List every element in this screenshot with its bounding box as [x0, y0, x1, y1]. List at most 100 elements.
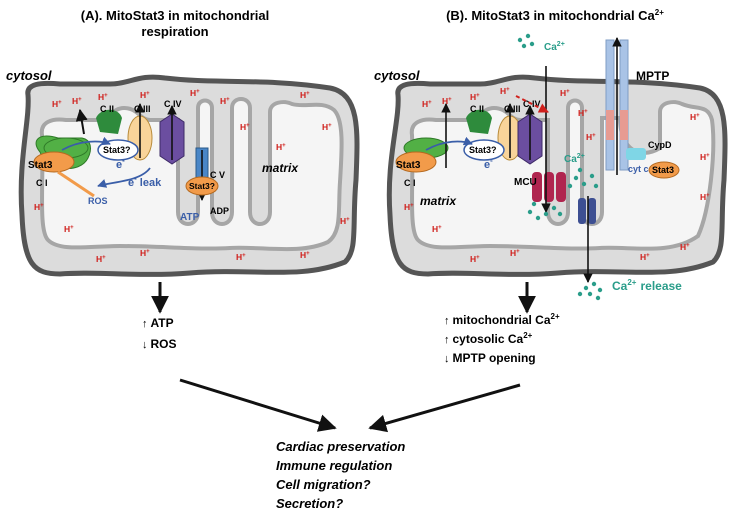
hplus-a: H+ [236, 252, 246, 262]
electron-flow-arrow-b [425, 136, 473, 151]
panel-b-effect-cyto-ca: ↑cytosolic Ca2+ [444, 331, 533, 346]
stat3-ros-line-a [57, 170, 95, 198]
hplus-a: H+ [52, 99, 62, 109]
hplus-a: H+ [300, 250, 310, 260]
panel-a-title-line2: respiration [141, 24, 208, 39]
stat3-ci-label-b: Stat3 [396, 160, 421, 171]
hplus-b: H+ [700, 192, 710, 202]
hplus-b: H+ [500, 86, 510, 96]
mcu-subunit-3 [556, 172, 566, 202]
ca-dot [535, 215, 541, 221]
panel-b-title: (B). MitoStat3 in mitochondrial Ca2+ [446, 8, 664, 23]
hplus-a: H+ [340, 216, 350, 226]
cv-label-a: C V [210, 170, 225, 180]
electron-flow-arrow-a [61, 136, 111, 151]
ca-dot [591, 281, 597, 287]
ca-dot [581, 181, 587, 187]
ca-dot [577, 167, 583, 173]
ca-dot [577, 291, 583, 297]
hplus-a: H+ [240, 122, 250, 132]
complex-ii-a [96, 109, 122, 134]
hplus-a: H+ [300, 90, 310, 100]
ca-dot [573, 175, 579, 181]
ca-dot [527, 209, 533, 215]
hplus-group-b: H+ H+ H+ H+ H+ H+ H+ H+ H+ H+ H+ H+ H+ H… [404, 86, 710, 264]
hplus-group-a: H+ H+ H+ H+ H+ H+ H+ H+ H+ H+ H+ H+ H+ H… [34, 88, 350, 264]
mptp-label: MPTP [636, 69, 669, 83]
civ-label-a: C IV [164, 99, 182, 109]
ca-mid-label: Ca2+ [564, 153, 585, 165]
ca-dot [595, 295, 601, 301]
efflux-channel-subunit-1 [578, 198, 586, 224]
stat3-mptp-label: Stat3 [652, 165, 674, 175]
stimulus-dashed-arrow [515, 95, 549, 113]
hplus-b: H+ [680, 242, 690, 252]
ca-dot [597, 287, 603, 293]
hplus-b: H+ [470, 92, 480, 102]
hplus-a: H+ [34, 202, 44, 212]
panel-a: (A). MitoStat3 in mitochondrial respirat… [6, 8, 360, 351]
cii-label-b: C II [470, 104, 484, 114]
outcome-item: Cardiac preservation [276, 439, 405, 454]
ca-dot [525, 33, 531, 39]
cii-label-a: C II [100, 104, 114, 114]
ciii-label-a: C III [134, 104, 151, 114]
ca-dots [517, 33, 603, 301]
outcome-item: Immune regulation [276, 458, 392, 473]
panel-a-effect-ros: ↓ROS [142, 337, 177, 351]
stat3-ci-b [395, 151, 437, 173]
efflux-channel-subunit-2 [588, 198, 596, 224]
adp-label-a: ADP [210, 206, 229, 216]
converge-arrow-right [368, 383, 521, 433]
mptp-inner-left [606, 110, 614, 140]
stat3-mptp-shape [648, 161, 680, 179]
hplus-b: H+ [578, 108, 588, 118]
ca-dot [517, 37, 523, 43]
stat3q-ci-label-a: Stat3? [103, 145, 131, 155]
stat3-ci-a [33, 151, 75, 173]
ca-dot [589, 173, 595, 179]
complex-ii-b [466, 109, 492, 134]
mptp-channel-right [619, 39, 629, 171]
ca-dot [543, 211, 549, 217]
hplus-a: H+ [140, 90, 150, 100]
panel-b-cytosol-label: cytosol [374, 68, 420, 83]
converge-arrow-left [179, 378, 337, 432]
ciii-label-b: C III [504, 104, 521, 114]
hplus-b: H+ [432, 224, 442, 234]
hplus-a: H+ [190, 88, 200, 98]
mptp-inner-right [620, 110, 628, 140]
hplus-b: H+ [640, 252, 650, 262]
stat3q-bubble-b [463, 139, 505, 161]
ca-release-label: Ca2+release [612, 278, 682, 293]
hplus-b: H+ [422, 99, 432, 109]
panel-a-effect-atp: ↑ATP [142, 316, 174, 330]
ca-dot [531, 201, 537, 207]
outcome-item: Cell migration? [276, 477, 371, 492]
panel-a-title-line1: (A). MitoStat3 in mitochondrial [81, 8, 270, 23]
ca-dot [529, 41, 535, 47]
stat3-cv-a [185, 176, 219, 196]
ca-dot [551, 205, 557, 211]
hplus-a: H+ [276, 142, 286, 152]
outcomes-list: Cardiac preservation Immune regulation C… [276, 439, 405, 511]
atp-label-a: ATP [180, 212, 200, 223]
hplus-a: H+ [96, 254, 106, 264]
cypd-shape [626, 148, 646, 160]
hplus-a: H+ [322, 122, 332, 132]
stat3q-cv-label-a: Stat3? [189, 181, 215, 191]
electron-leak-label-a: e-leak [128, 174, 162, 189]
cytc-label: cyt c [628, 164, 649, 174]
hplus-b: H+ [700, 152, 710, 162]
ca-dot [593, 183, 599, 189]
mcu-label: MCU [514, 177, 537, 188]
panel-b-effect-mito-ca: ↑mitochondrial Ca2+ [444, 312, 560, 327]
ca-dot [521, 43, 527, 49]
electron-label-a: e- [116, 156, 125, 171]
panel-b-matrix-label: matrix [420, 194, 457, 208]
hplus-b: H+ [442, 96, 452, 106]
ca-top-label: Ca2+ [544, 41, 565, 53]
hplus-b: H+ [560, 88, 570, 98]
proton-pump-arrow-ci-a [75, 108, 88, 135]
